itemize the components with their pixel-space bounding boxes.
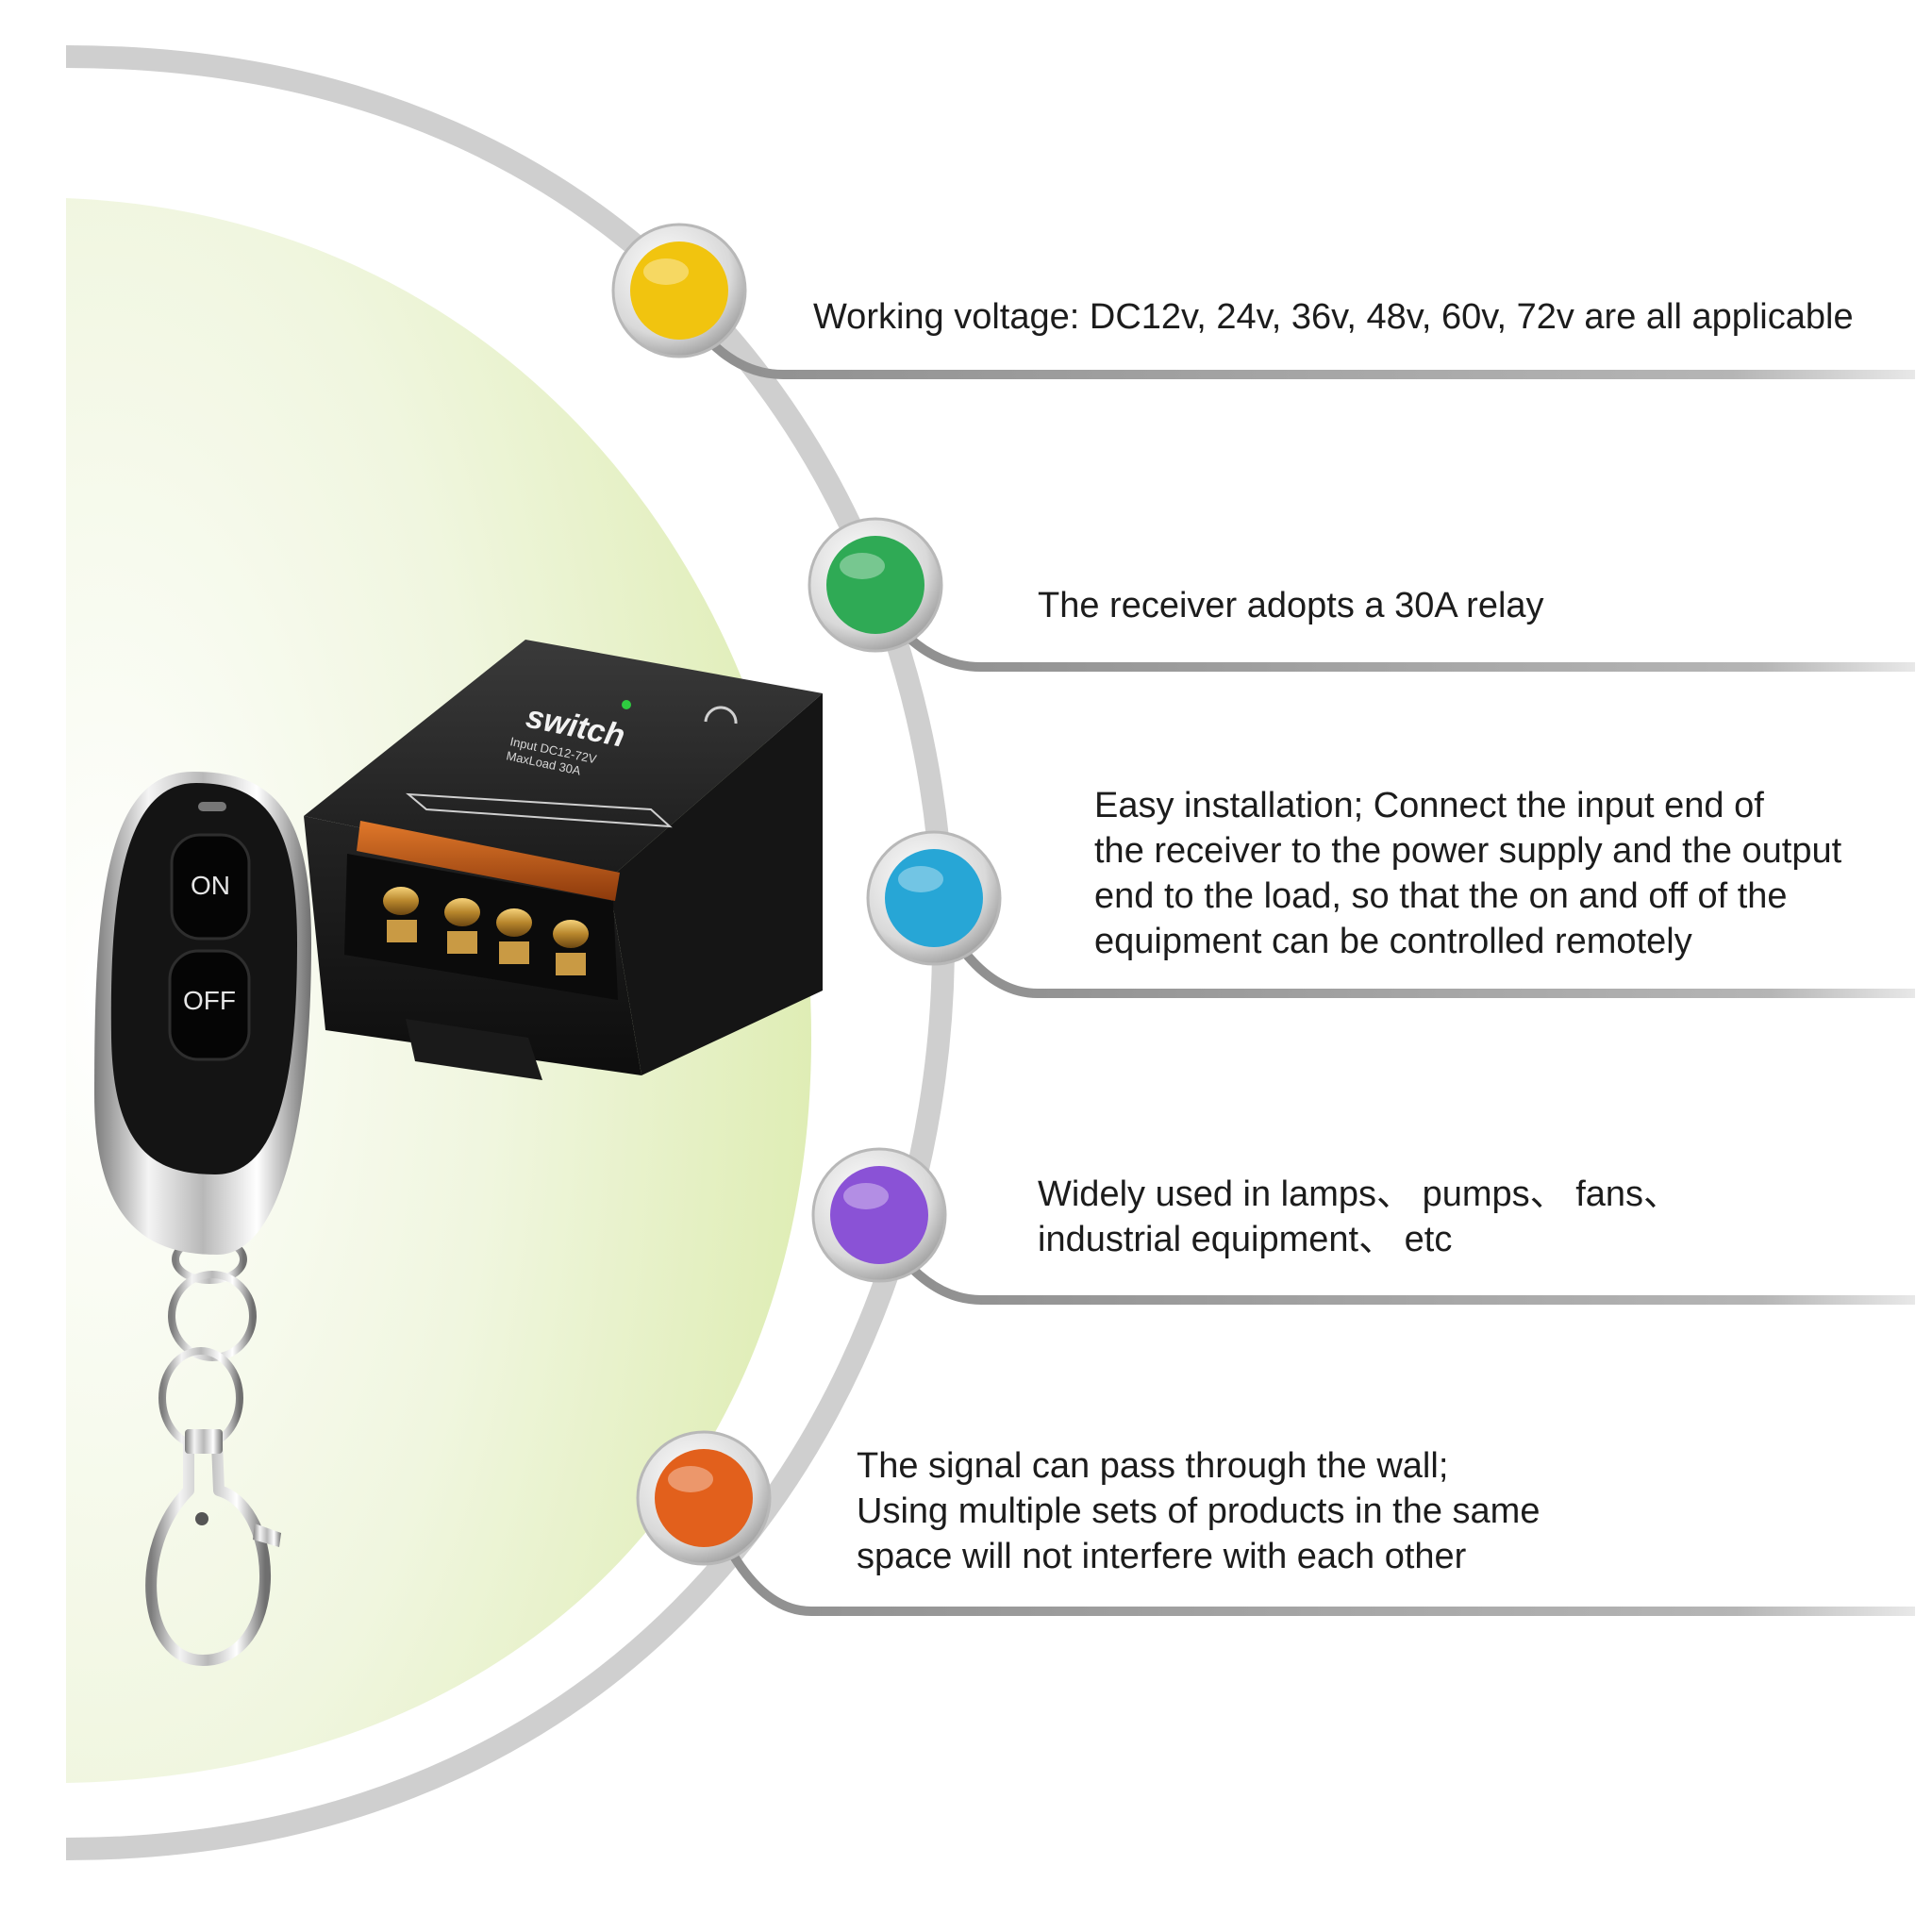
off-label: OFF — [183, 986, 236, 1015]
feature-text-2: The receiver adopts a 30A relay — [1038, 583, 1544, 628]
bullet-orange — [636, 1430, 772, 1566]
feature-line: Widely used in lamps、 pumps、 fans、 — [1038, 1174, 1680, 1214]
bullet-green — [808, 517, 943, 653]
remote-control: ON OFF — [94, 772, 311, 1666]
feature-line: Working voltage: DC12v, 24v, 36v, 48v, 6… — [813, 297, 1854, 337]
power-icon — [704, 706, 738, 724]
bullet-purple — [811, 1147, 947, 1283]
feature-line: end to the load, so that the on and off … — [1094, 876, 1788, 916]
bullet-blue — [866, 830, 1002, 966]
feature-line: The receiver adopts a 30A relay — [1038, 586, 1544, 625]
remote-led — [198, 802, 226, 811]
bullet-markers — [611, 223, 1002, 1566]
feature-line: Easy installation; Connect the input end… — [1094, 786, 1764, 825]
feature-line: industrial equipment、 etc — [1038, 1220, 1453, 1259]
chain-ring-2 — [168, 1271, 257, 1361]
feature-line: space will not interfere with each other — [857, 1537, 1467, 1576]
feature-line: the receiver to the power supply and the… — [1094, 831, 1842, 871]
off-button — [168, 949, 251, 1061]
feature-line: equipment can be controlled remotely — [1094, 922, 1692, 961]
leader-line — [891, 619, 1915, 672]
feature-text-5: The signal can pass through the wall; Usi… — [857, 1443, 1540, 1579]
feature-line: The signal can pass through the wall; — [857, 1446, 1449, 1486]
bullet-yellow — [611, 223, 747, 358]
lobster-clasp — [145, 1438, 271, 1666]
receiver-module: switch Input DC12-72V MaxLoad 30A — [304, 640, 823, 1080]
status-led — [622, 700, 631, 709]
feature-text-3: Easy installation; Connect the input end… — [1094, 783, 1841, 964]
on-button — [170, 833, 251, 941]
terminal-screws — [383, 887, 589, 975]
on-label: ON — [191, 871, 230, 900]
feature-text-4: Widely used in lamps、 pumps、 fans、 indust… — [1038, 1172, 1679, 1262]
feature-line: Using multiple sets of products in the s… — [857, 1491, 1541, 1531]
feature-text-1: Working voltage: DC12v, 24v, 36v, 48v, 6… — [813, 294, 1854, 340]
